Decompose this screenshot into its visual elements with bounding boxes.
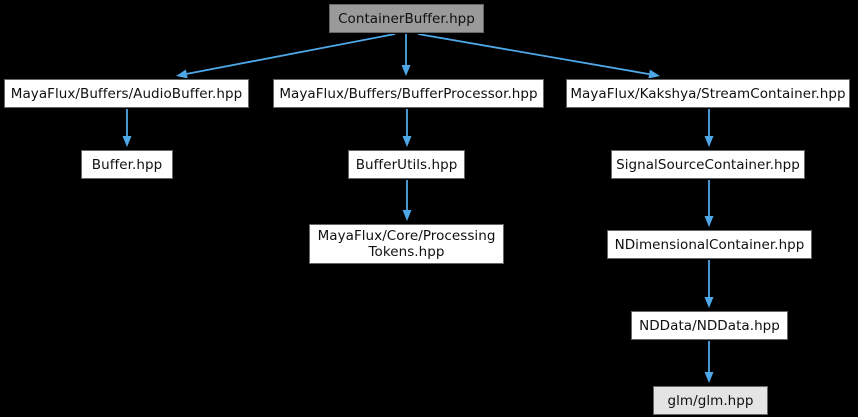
arrowhead-nddata-to-glm xyxy=(704,372,714,383)
arrowhead-root-to-audiobuffer xyxy=(176,69,188,79)
arrowhead-audiobuffer-to-buffer xyxy=(122,136,132,147)
arrowhead-root-to-bufferprocessor xyxy=(401,65,411,76)
node-bufferutils[interactable]: BufferUtils.hpp xyxy=(347,149,466,180)
arrowhead-ndimensional-to-nddata xyxy=(704,297,714,308)
node-glm[interactable]: glm/glm.hpp xyxy=(652,385,769,416)
node-ndimensional[interactable]: NDimensionalContainer.hpp xyxy=(606,229,813,260)
arrowhead-streamcontainer-to-signalsource xyxy=(704,136,714,147)
edge-root-to-audiobuffer xyxy=(186,33,396,75)
node-root[interactable]: ContainerBuffer.hpp xyxy=(328,3,485,34)
node-bufferprocessor[interactable]: MayaFlux/Buffers/BufferProcessor.hpp xyxy=(272,78,545,109)
node-signalsource[interactable]: SignalSourceContainer.hpp xyxy=(610,149,806,180)
arrowhead-bufferprocessor-to-bufferutils xyxy=(402,136,412,147)
arrowhead-root-to-streamcontainer xyxy=(648,69,660,79)
node-buffer[interactable]: Buffer.hpp xyxy=(80,149,174,180)
node-streamcontainer[interactable]: MayaFlux/Kakshya/StreamContainer.hpp xyxy=(565,78,851,109)
arrowhead-signalsource-to-ndimensional xyxy=(704,216,714,227)
node-audiobuffer[interactable]: MayaFlux/Buffers/AudioBuffer.hpp xyxy=(3,78,250,109)
arrowhead-bufferutils-to-processingtokens xyxy=(402,210,412,221)
node-processingtokens[interactable]: MayaFlux/Core/Processing Tokens.hpp xyxy=(308,223,505,265)
node-nddata[interactable]: NDData/NDData.hpp xyxy=(630,310,789,341)
edge-root-to-streamcontainer xyxy=(417,33,650,76)
